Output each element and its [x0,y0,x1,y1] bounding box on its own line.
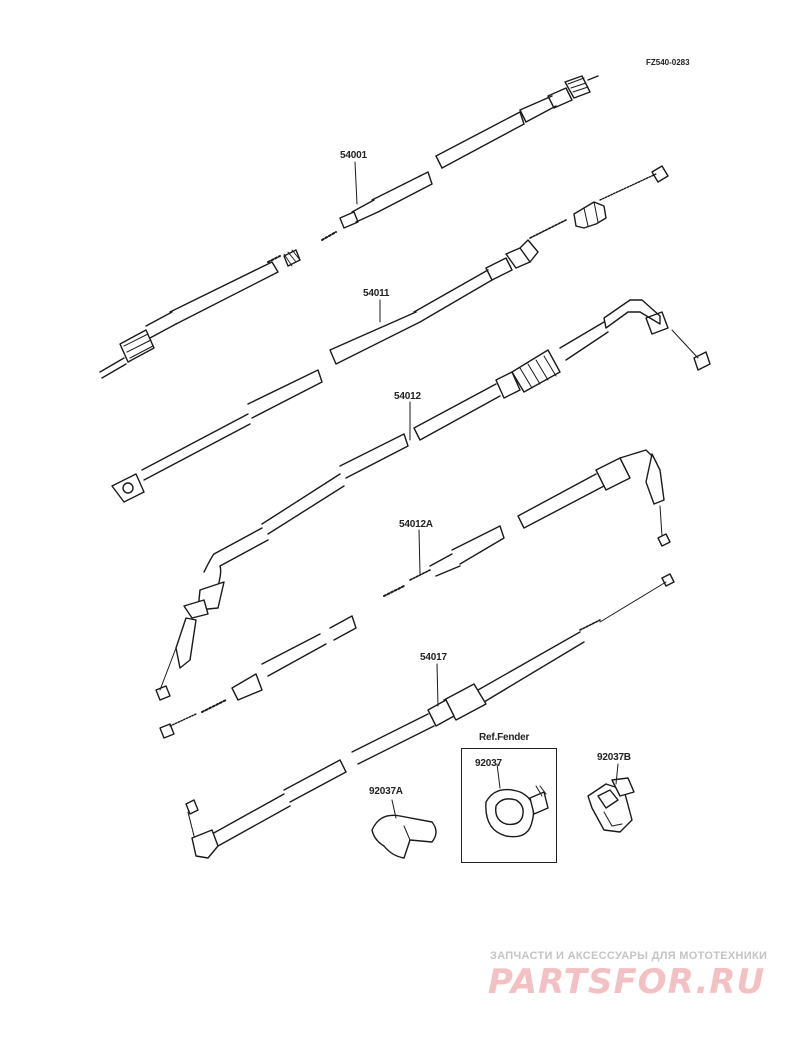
leader-lines [354,161,619,819]
ref-fender-label: Ref.Fender [479,732,530,743]
throttle-cable-54012 [155,299,711,701]
watermark-brand-logo: PARTSFOR.RU [488,962,766,1002]
ref-fender-box [461,748,557,863]
speedometer-cable-54001 [99,75,599,379]
part-label-54001: 54001 [340,150,367,161]
diagram-code: FZ540-0283 [646,58,690,67]
choke-cable-54017 [185,573,675,859]
throttle-cable-54012A [159,449,671,739]
watermark-tagline: ЗАПЧАСТИ И АКСЕССУАРЫ ДЛЯ МОТОТЕХНИКИ [490,950,768,962]
part-label-92037B: 92037B [597,752,631,763]
clamp-92037B [587,777,635,833]
part-label-54011: 54011 [363,288,390,299]
part-label-54012: 54012 [394,391,421,402]
part-label-54017: 54017 [420,652,447,663]
part-label-92037: 92037 [475,758,502,769]
clamp-92037 [485,785,549,838]
part-label-54012A: 54012A [399,519,433,530]
clutch-cable-54011 [111,165,669,503]
part-label-92037A: 92037A [369,786,403,797]
clamp-92037A [371,814,437,859]
